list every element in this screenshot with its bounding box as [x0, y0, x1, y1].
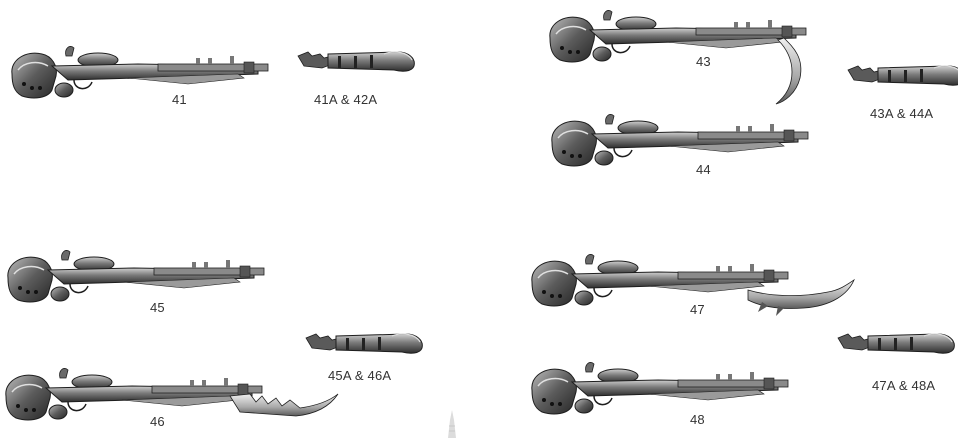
part-label-44: 44 — [696, 162, 711, 177]
rifle-41-illustration — [8, 44, 280, 108]
part-label-41: 41 — [172, 92, 187, 107]
rifle-43-illustration — [546, 8, 818, 98]
part-label-43a-44a: 43A & 44A — [870, 106, 933, 121]
forearm-47a-48a-illustration — [838, 330, 958, 358]
part-label-41a-42a: 41A & 42A — [314, 92, 377, 107]
part-label-48: 48 — [690, 412, 705, 427]
part-label-43: 43 — [696, 54, 711, 69]
forearm-41a-42a-illustration — [298, 48, 418, 76]
part-label-47: 47 — [690, 302, 705, 317]
rifle-46-illustration — [2, 366, 342, 430]
rifle-45-illustration — [4, 248, 276, 312]
part-label-46: 46 — [150, 414, 165, 429]
scan-mark-icon — [447, 410, 457, 438]
part-label-47a-48a: 47A & 48A — [872, 378, 935, 393]
forearm-45a-46a-illustration — [306, 330, 426, 358]
part-label-45: 45 — [150, 300, 165, 315]
forearm-43a-44a-illustration — [848, 62, 958, 90]
rifle-48-illustration — [528, 360, 800, 424]
rifle-44-illustration — [548, 112, 820, 176]
